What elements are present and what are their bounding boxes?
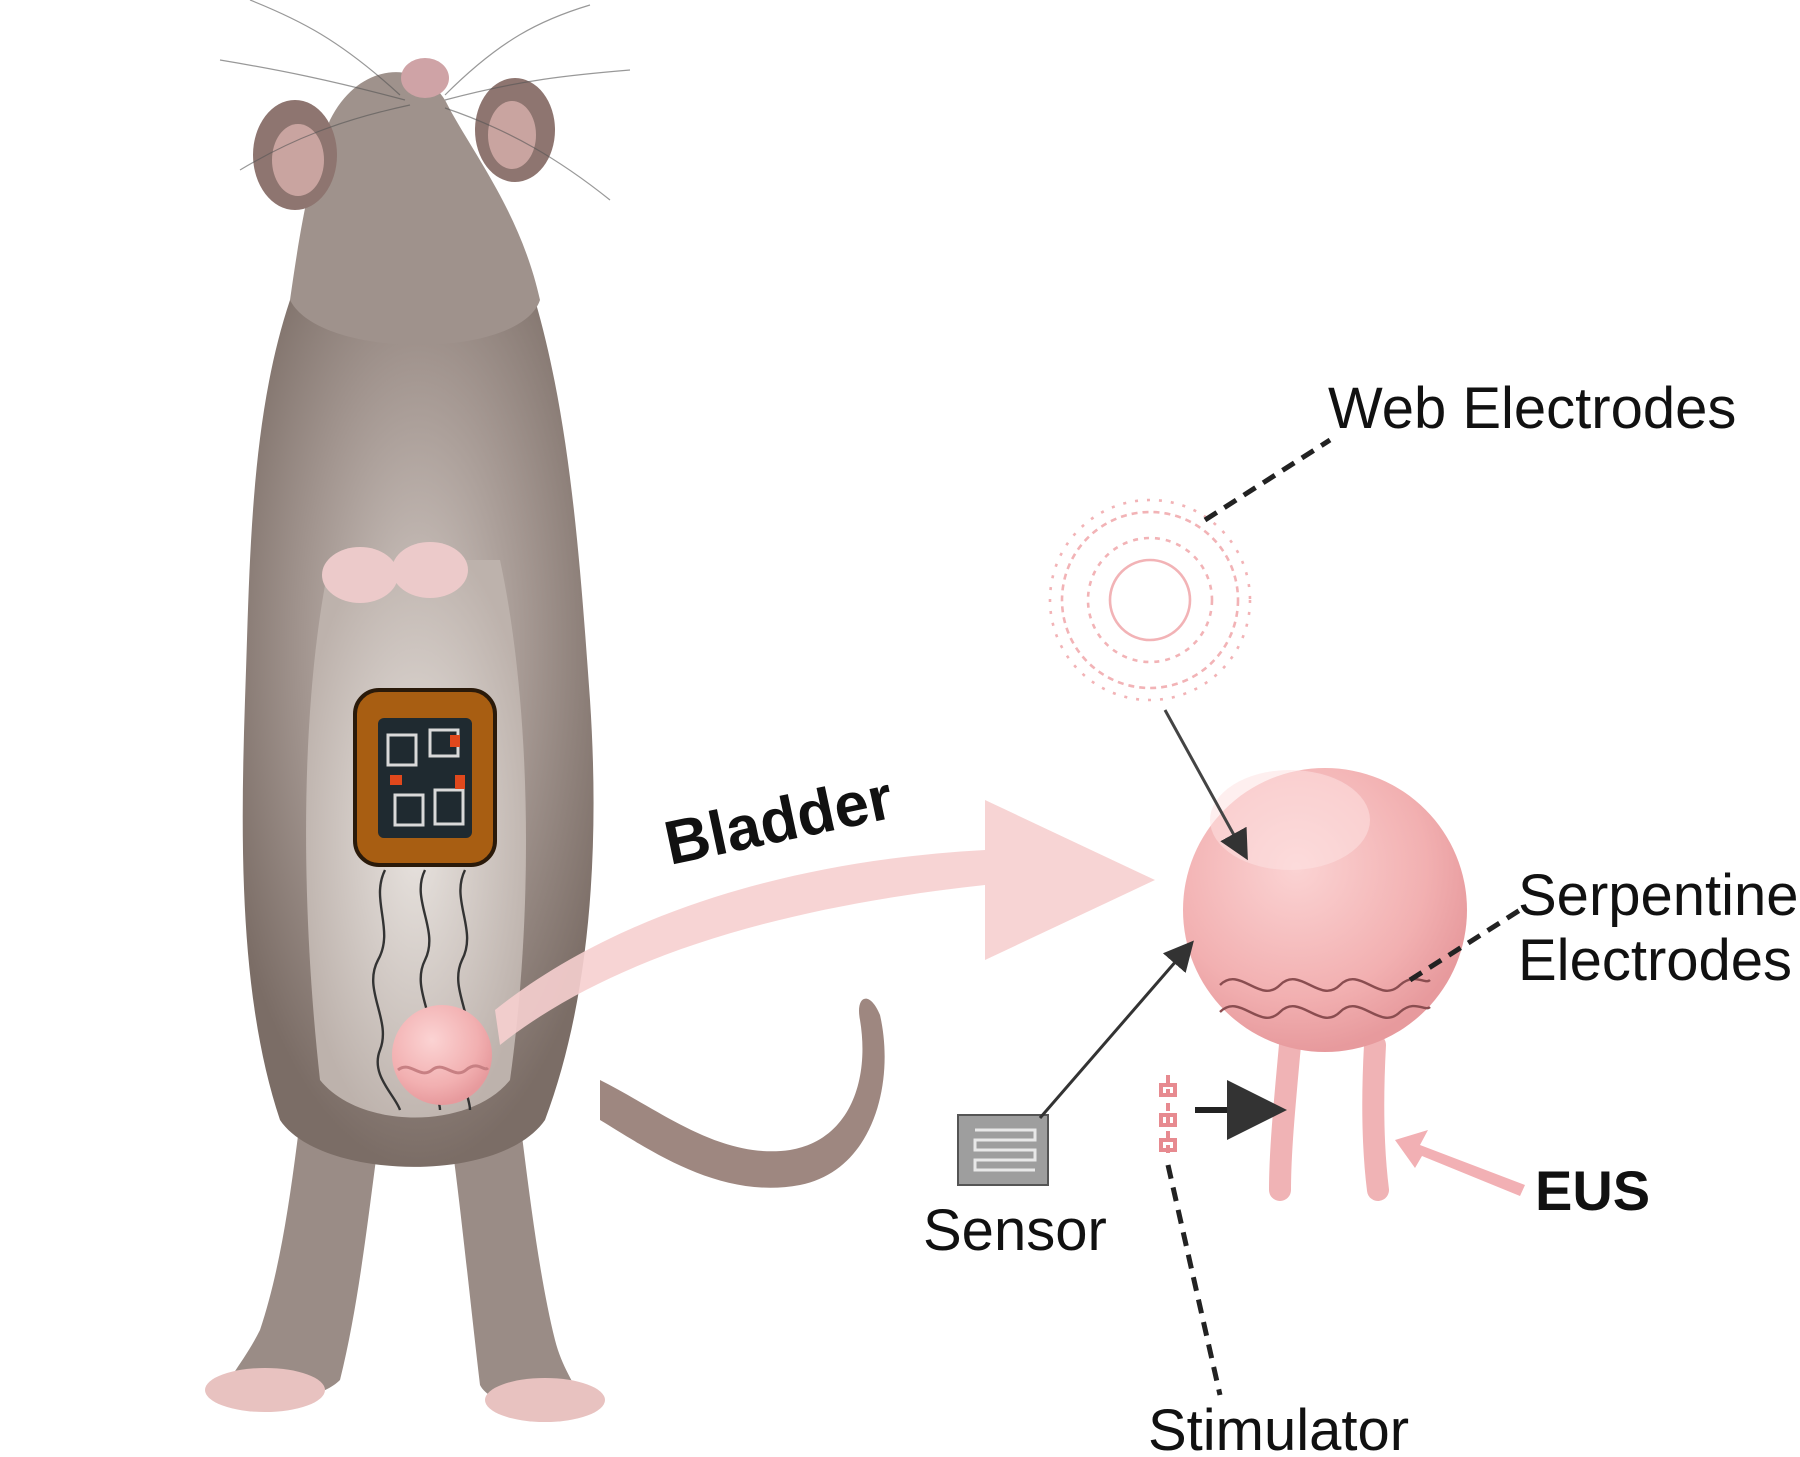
label-bladder: Bladder [659, 763, 899, 878]
rat-left-ear-inner [272, 124, 324, 196]
label-eus: EUS [1535, 1159, 1650, 1222]
label-sensor: Sensor [923, 1198, 1107, 1263]
sensor-icon [958, 1115, 1048, 1185]
leader-stimulator [1168, 1165, 1220, 1395]
rat-right-paw [392, 542, 468, 598]
rat-right-leg [450, 1120, 582, 1416]
label-stimulator: Stimulator [1148, 1398, 1409, 1457]
label-web-electrodes: Web Electrodes [1328, 376, 1736, 441]
rat-bladder [392, 1005, 492, 1105]
rat-left-foot [205, 1368, 325, 1412]
rat-right-ear-inner [488, 101, 536, 169]
leader-web-electrodes [1205, 440, 1330, 520]
rat-left-paw [322, 547, 398, 603]
rat-tail [600, 999, 885, 1188]
rat-illustration [205, 0, 885, 1422]
bladder-highlight [1210, 770, 1370, 870]
bladder-diagram [1183, 768, 1467, 1190]
stimulator-icon [1161, 1075, 1175, 1155]
rat-nose [401, 58, 449, 98]
web-electrodes-illustration [1050, 500, 1250, 700]
rat-left-leg [223, 1120, 380, 1406]
arrow-web-to-bladder [1165, 710, 1245, 855]
rat-right-foot [485, 1378, 605, 1422]
bladder-urethra-left [1280, 1045, 1290, 1190]
bladder-urethra-right [1373, 1045, 1378, 1190]
arrow-eus [1395, 1130, 1525, 1196]
label-serpentine-line1: Serpentine [1518, 863, 1799, 928]
label-serpentine-line2: Electrodes [1518, 928, 1792, 993]
